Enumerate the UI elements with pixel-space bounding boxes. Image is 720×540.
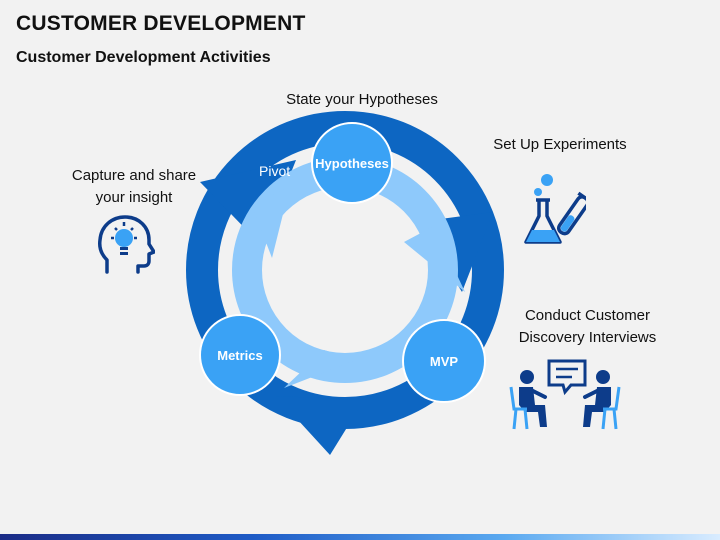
lab-flask-icon <box>524 174 586 244</box>
page-title: CUSTOMER DEVELOPMENT <box>16 12 306 35</box>
capture-insight-line1: Capture and share <box>71 167 197 184</box>
discovery-interviews-line2: Discovery Interviews <box>518 329 657 346</box>
set-up-experiments-text: Set Up Experiments <box>493 136 627 153</box>
mvp-node: MVP <box>402 319 486 403</box>
state-hypotheses-text: State your Hypotheses <box>286 91 438 108</box>
set-up-experiments-label: Set Up Experiments <box>470 134 650 156</box>
interview-people-icon <box>509 359 621 430</box>
discovery-interviews-label: Conduct Customer Discovery Interviews <box>505 305 670 349</box>
inner-arrowhead-bottom <box>284 350 356 388</box>
mvp-node-label: MVP <box>430 354 459 369</box>
metrics-node: Metrics <box>199 314 281 396</box>
head-lightbulb-icon <box>98 215 155 274</box>
outer-arrowhead-top-left <box>200 160 296 246</box>
discovery-interviews-line1: Conduct Customer <box>524 307 651 324</box>
footer-gradient-bar <box>0 534 720 540</box>
page-subtitle: Customer Development Activities <box>16 49 271 66</box>
capture-insight-label: Capture and share your insight <box>54 165 214 209</box>
inner-arrowhead-left <box>252 186 290 258</box>
outer-arrowhead-bottom <box>276 396 364 455</box>
state-hypotheses-label: State your Hypotheses <box>262 89 462 111</box>
hypotheses-node-label: Hypotheses <box>315 156 389 171</box>
pivot-label: Pivot <box>259 163 290 179</box>
metrics-node-label: Metrics <box>217 348 263 363</box>
hypotheses-node: Hypotheses <box>311 122 393 204</box>
capture-insight-line2: your insight <box>95 189 173 206</box>
inner-arrowhead-right <box>404 226 465 292</box>
